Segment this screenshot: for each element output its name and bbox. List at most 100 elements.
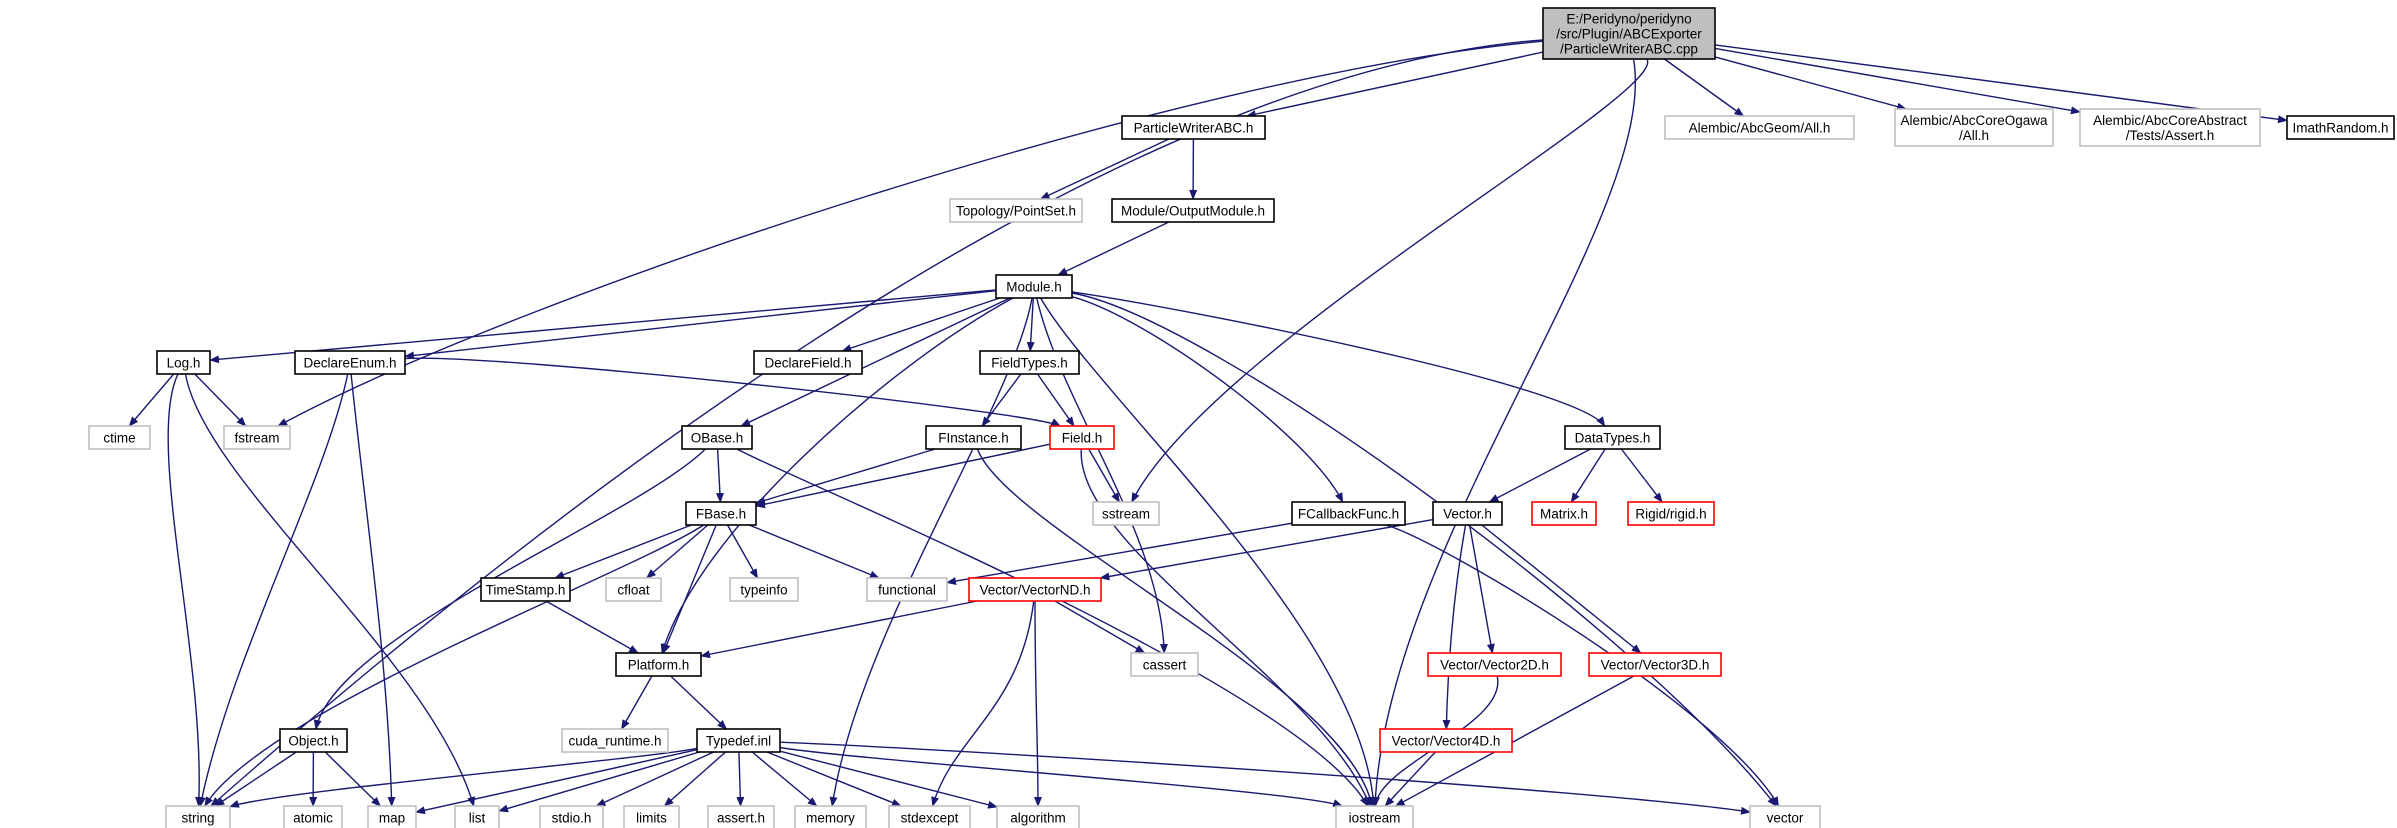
node-fieldtypes[interactable]: FieldTypes.h xyxy=(979,350,1080,375)
node-field[interactable]: Field.h xyxy=(1049,425,1115,450)
node-label: DataTypes.h xyxy=(1575,431,1651,446)
node-box xyxy=(866,577,948,602)
node-stdio: stdio.h xyxy=(539,805,604,828)
node-box xyxy=(707,805,775,828)
edge-root-to-abcgeom xyxy=(1663,58,1745,117)
node-vector_h[interactable]: Vector.h xyxy=(1432,501,1503,526)
node-timestamp[interactable]: TimeStamp.h xyxy=(480,577,571,602)
node-label: /All.h xyxy=(1959,128,1989,143)
node-box xyxy=(279,728,348,753)
edge-typedef-to-map xyxy=(415,749,698,815)
edge-object-to-map xyxy=(324,751,382,807)
node-object[interactable]: Object.h xyxy=(279,728,348,753)
node-label: Vector/Vector4D.h xyxy=(1392,734,1501,749)
edge-timestamp-to-platform xyxy=(545,600,639,654)
node-rigid[interactable]: Rigid/rigid.h xyxy=(1627,501,1715,526)
node-box xyxy=(696,728,781,753)
node-box xyxy=(1627,501,1715,526)
edge-module-to-declfield xyxy=(841,297,1001,352)
node-label: assert.h xyxy=(717,811,765,826)
node-box xyxy=(888,805,971,828)
edge-datatypes-to-matrix xyxy=(1570,448,1606,503)
node-finstance[interactable]: FInstance.h xyxy=(925,425,1022,450)
edge-vectornd-to-cassert xyxy=(1054,600,1146,654)
node-label: ImathRandom.h xyxy=(2292,121,2388,136)
node-box xyxy=(156,350,211,375)
edge-typedef-to-list xyxy=(498,751,700,813)
node-box xyxy=(605,577,662,602)
node-box xyxy=(753,350,863,375)
node-outmod[interactable]: Module/OutputModule.h xyxy=(1111,198,1275,223)
node-label: DeclareEnum.h xyxy=(303,356,396,371)
node-fbase[interactable]: FBase.h xyxy=(685,501,757,526)
node-vec3d[interactable]: Vector/Vector3D.h xyxy=(1588,652,1722,677)
nodes-layer: E:/Peridyno/peridyno/src/Plugin/ABCExpor… xyxy=(88,7,2395,828)
node-vector: vector xyxy=(1749,805,1821,828)
node-root[interactable]: E:/Peridyno/peridyno/src/Plugin/ABCExpor… xyxy=(1542,7,1716,60)
node-label: cassert xyxy=(1143,658,1187,673)
node-box xyxy=(949,198,1083,223)
node-datatypes[interactable]: DataTypes.h xyxy=(1564,425,1661,450)
node-box xyxy=(561,728,669,753)
node-label: DeclareField.h xyxy=(764,356,851,371)
node-box xyxy=(968,577,1102,602)
edges-layer xyxy=(128,39,2288,815)
node-declfield[interactable]: DeclareField.h xyxy=(753,350,863,375)
node-label: Vector.h xyxy=(1443,507,1492,522)
node-platform[interactable]: Platform.h xyxy=(615,652,702,677)
edge-object-to-string xyxy=(214,751,297,807)
node-box xyxy=(165,805,231,828)
node-pwabc[interactable]: ParticleWriterABC.h xyxy=(1121,115,1266,140)
node-vec2d[interactable]: Vector/Vector2D.h xyxy=(1427,652,1562,677)
node-limits: limits xyxy=(623,805,680,828)
node-cudart: cuda_runtime.h xyxy=(561,728,669,753)
node-module[interactable]: Module.h xyxy=(995,274,1073,299)
node-matrix[interactable]: Matrix.h xyxy=(1531,501,1597,526)
node-iostream: iostream xyxy=(1335,805,1414,828)
node-label: /ParticleWriterABC.cpp xyxy=(1560,42,1698,57)
node-label: Vector/Vector2D.h xyxy=(1440,658,1549,673)
node-vec4d[interactable]: Vector/Vector4D.h xyxy=(1379,728,1513,753)
edge-root-to-string xyxy=(210,39,1544,807)
edge-typedef-to-memory xyxy=(751,751,818,807)
edge-outmod-to-module xyxy=(1057,221,1170,276)
node-vectornd[interactable]: Vector/VectorND.h xyxy=(968,577,1102,602)
edge-typedef-to-stdexcept xyxy=(766,751,902,807)
node-label: Log.h xyxy=(167,356,201,371)
node-memory: memory xyxy=(794,805,867,828)
edge-vector_h-to-vectornd xyxy=(1099,518,1434,581)
edge-vectornd-to-algorithm xyxy=(1033,600,1042,807)
node-declenum[interactable]: DeclareEnum.h xyxy=(294,350,406,375)
edge-module-to-fcallback xyxy=(1071,296,1344,503)
edge-declenum-to-map xyxy=(350,373,396,807)
node-box xyxy=(615,652,702,677)
node-box xyxy=(995,274,1073,299)
node-box xyxy=(283,805,343,828)
edge-fcallback-to-vector xyxy=(1385,524,1780,807)
node-label: TimeStamp.h xyxy=(486,583,566,598)
node-log[interactable]: Log.h xyxy=(156,350,211,375)
node-label: Field.h xyxy=(1062,431,1103,446)
node-box xyxy=(480,577,571,602)
edge-module-to-datatypes xyxy=(1071,291,1606,427)
node-box xyxy=(1121,115,1266,140)
node-imath[interactable]: ImathRandom.h xyxy=(2286,115,2395,140)
node-box xyxy=(623,805,680,828)
edge-typedef-to-string xyxy=(229,747,698,808)
edge-log-to-string xyxy=(167,373,204,807)
edge-fbase-to-timestamp xyxy=(554,524,692,579)
node-abcgeom: Alembic/AbcGeom/All.h xyxy=(1664,115,1855,140)
edge-fbase-to-cfloat xyxy=(645,524,709,579)
node-fcallback[interactable]: FCallbackFunc.h xyxy=(1291,501,1406,526)
edge-root-to-fstream xyxy=(277,40,1544,427)
node-label: Matrix.h xyxy=(1540,507,1588,522)
node-obase[interactable]: OBase.h xyxy=(681,425,753,450)
edge-root-to-abcogawa xyxy=(1714,56,1908,111)
node-box xyxy=(1531,501,1597,526)
edge-typedef-to-algorithm xyxy=(779,750,998,809)
node-label: cuda_runtime.h xyxy=(568,734,661,749)
node-box xyxy=(88,425,151,450)
edge-root-to-abcassert xyxy=(1714,47,2081,115)
edge-typedef-to-stdio xyxy=(595,751,714,807)
node-typedef[interactable]: Typedef.inl xyxy=(696,728,781,753)
